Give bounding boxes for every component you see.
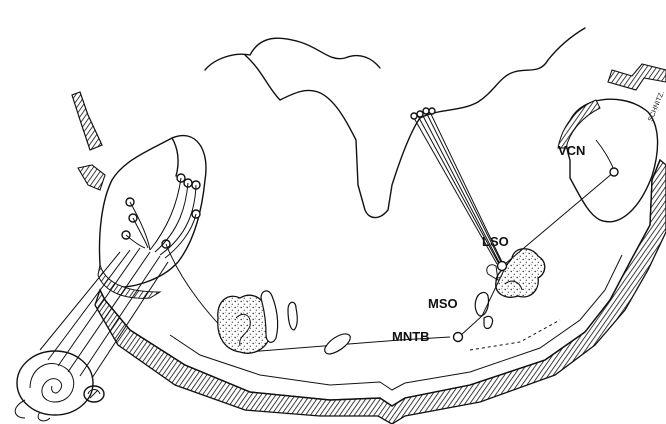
- medial-lemniscus: [288, 302, 297, 330]
- left-nucleus-neurons: [122, 174, 200, 248]
- left-cochlear-nucleus-fold: [172, 138, 178, 176]
- lso-neuron: [498, 262, 507, 271]
- left-peduncle-lower: [78, 165, 105, 190]
- midline-contour: [245, 28, 585, 218]
- left-cochlear-nucleus: [100, 136, 207, 287]
- vcn-neuron: [610, 168, 618, 176]
- ventral-oval: [325, 334, 350, 354]
- lso-label: LSO: [482, 234, 509, 249]
- mso-label: MSO: [428, 296, 458, 311]
- vcn-label: VCN: [558, 143, 585, 158]
- vcn-inner-line: [596, 140, 614, 170]
- cerebellar-contour: [205, 38, 380, 70]
- left-peduncle: [72, 92, 102, 150]
- mso-nucleus: [475, 293, 488, 316]
- mso-lower-oval: [484, 316, 493, 328]
- artist-signature: SCHNITZ.: [647, 90, 666, 123]
- right-peduncle: [608, 64, 666, 90]
- brainstem-hatched-border: [95, 160, 666, 424]
- vcn-hatched-lip: [558, 100, 600, 148]
- mntb-neuron: [454, 333, 463, 342]
- mntb-label: MNTB: [392, 329, 430, 344]
- cochlea: [15, 351, 104, 421]
